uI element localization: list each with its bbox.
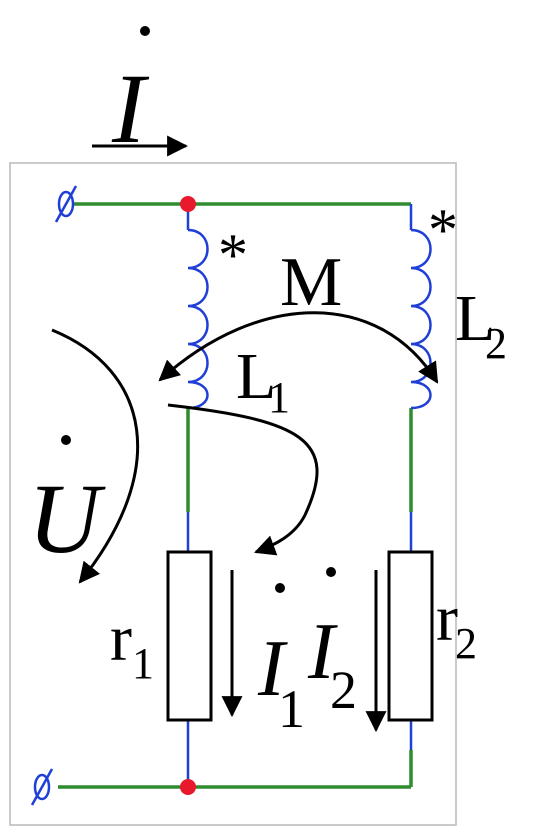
label-l2-sub: 2 (485, 319, 507, 368)
resistor-r2 (387, 550, 434, 722)
dot-current2 (326, 567, 336, 577)
wires (58, 202, 413, 789)
voltage-arrow (51, 328, 140, 584)
label-r2-letter: r (436, 582, 458, 655)
label-current-total: I (111, 53, 150, 164)
node-bottom (180, 779, 196, 795)
label-l1-letter: L (236, 340, 276, 413)
terminal-top (54, 185, 78, 223)
label-r1-letter: r (110, 602, 132, 675)
label-l1-sub: 1 (268, 373, 290, 422)
mutual-arrow (158, 311, 439, 384)
dot-current1 (275, 583, 285, 593)
dot-voltage (61, 435, 71, 445)
label-current2-letter: I (307, 608, 338, 696)
star-l2: * (428, 197, 458, 263)
induced-arrow (167, 403, 319, 556)
node-top (180, 196, 196, 212)
resistor-r1 (166, 550, 213, 722)
label-r1-sub: 1 (132, 639, 154, 688)
label-current1-sub: 1 (278, 679, 305, 739)
label-current1-letter: I (257, 625, 288, 713)
label-voltage: U (28, 463, 106, 574)
label-current2-sub: 2 (330, 660, 357, 720)
terminal-bottom-slash (30, 768, 54, 806)
label-mutual: M (280, 244, 342, 321)
label-r2-sub: 2 (455, 619, 477, 668)
label-l2-letter: L (455, 282, 495, 355)
terminal-top-slash (54, 185, 78, 223)
dot-current-total (140, 26, 150, 36)
star-l1: * (218, 222, 248, 288)
terminal-bottom (30, 768, 54, 806)
